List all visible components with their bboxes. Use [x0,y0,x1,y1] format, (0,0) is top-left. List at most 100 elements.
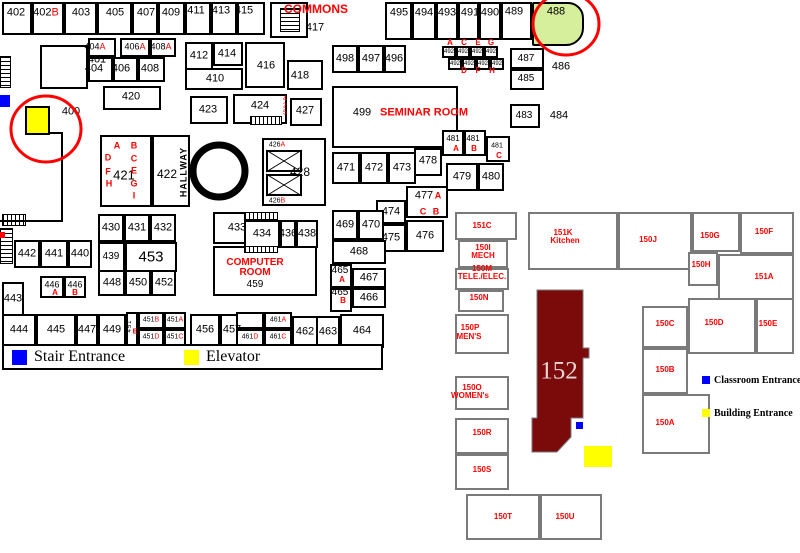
room-label: H [489,66,495,75]
room-box [190,314,220,346]
room-label: 150E [758,319,778,328]
room-box [14,240,40,268]
room-label: 492 [457,49,469,55]
room-label: F [475,66,481,75]
room-label: 467 [359,271,379,284]
room-label: 475 [381,231,401,244]
room-box [213,42,243,66]
room-label: 453 [138,248,164,266]
room-label: 462 [295,325,315,338]
room-label: 410 [205,72,225,85]
legend-building-entrance: Building Entrance [698,408,798,420]
room-label: 415 [234,4,254,17]
room-label: 447 [77,323,97,336]
room-label: 422 [156,167,178,181]
classroom-entrance-swatch [702,376,710,384]
room-box [510,69,544,90]
room-label: 150P [460,323,480,332]
room-box [98,314,126,346]
room-box [358,45,384,73]
room-box [316,316,340,348]
room-label: 404 [84,62,104,75]
room-box [476,58,490,70]
room-label: A [113,140,121,151]
room-label: H [105,178,113,189]
room-label: 449 [102,323,122,336]
room-box [88,38,116,57]
room-box [458,240,508,268]
room-box [442,130,464,156]
room-label: 464 [352,324,372,337]
room-box [692,212,740,252]
room-box [185,68,243,90]
room-box [236,312,264,329]
entrance-marker-blue [576,422,583,429]
room-label: 150H [691,260,711,269]
room-box [98,270,125,296]
room-box [151,270,176,296]
entrance-marker-blue [0,95,10,107]
room-label: 477 [414,189,434,202]
room-label: SEMINAR ROOM [380,106,468,119]
room-box [138,312,164,329]
room-label: G [130,178,138,189]
room-label: 468 [349,245,369,258]
room-box [100,135,152,207]
room-box [185,2,211,35]
room-box [103,86,161,110]
room-box [436,2,458,40]
room-box [332,45,358,73]
room-label: 465 [331,265,349,276]
room-box [237,2,265,35]
room-box [97,2,132,35]
room-box [510,104,540,128]
room-label: 407 [136,6,156,19]
room-box [138,57,165,82]
room-label: C [496,151,502,160]
room-label: 490 [480,6,500,19]
room-label: MECH [471,251,495,260]
room-label: COMMONS [284,2,348,16]
room-label: C [130,153,138,164]
classroom-entrance-label: Classroom Entrance [714,375,800,386]
room-label: 418 [290,69,310,82]
room-label: 405 [105,6,125,19]
room-label: 409 [161,6,181,19]
room-label: 2 [283,102,287,110]
room-label: 4 [283,95,287,103]
room-label: 431 [127,221,147,234]
room-box [287,60,323,90]
room-label: 450 [128,276,148,289]
room-label: 402B [33,6,59,19]
room-label: 150M [471,264,493,273]
room-box [332,86,458,148]
stair-hatch [0,56,11,88]
room-box [150,214,176,242]
room-label: 430 [101,221,121,234]
room-box [462,58,476,70]
room-box [385,2,412,40]
room-label: 446 [44,279,60,290]
room-label: 417 [305,21,325,34]
room-label: 488 [546,5,566,18]
room-label: 461D [241,333,259,341]
room-label: 489 [504,5,524,18]
stair-hatch [244,246,278,253]
room-label: 433 [227,221,247,234]
room-label: 469 [335,218,355,231]
room-label: 493 [437,6,457,19]
room-box [486,136,510,162]
room-label: 472 [364,161,384,174]
room-label: G [487,38,495,47]
room-box [124,214,150,242]
room-box [455,314,509,354]
room-box [456,46,470,58]
room-label: 457 [222,323,242,336]
room-label: 150C [655,319,675,328]
entrance-marker-yellow [584,446,612,467]
room-box [406,186,448,218]
room-label: 456 [195,323,215,336]
room-box [340,314,384,348]
room-label: 150F [754,227,774,236]
